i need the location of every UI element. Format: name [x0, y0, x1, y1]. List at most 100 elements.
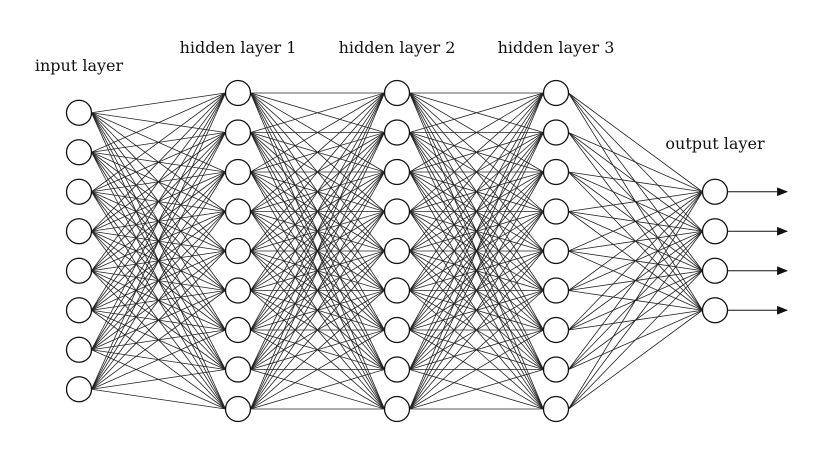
connection-line: [250, 92, 385, 331]
connection-line: [568, 191, 703, 212]
connection-line: [568, 191, 703, 291]
connection-line: [409, 92, 544, 173]
connection-line: [409, 92, 544, 133]
connection-line: [250, 92, 385, 133]
neuron-node: [383, 158, 411, 186]
connection-line: [91, 329, 226, 390]
neuron-node: [224, 277, 252, 304]
neuron-node: [542, 198, 570, 225]
neuron-node: [701, 257, 729, 284]
connection-line: [91, 369, 226, 390]
neuron-node: [542, 316, 570, 344]
neuron-node: [383, 277, 411, 304]
connection-line: [250, 92, 385, 173]
neuron-node: [383, 395, 411, 423]
connection-line: [568, 92, 703, 193]
connection-line: [409, 92, 544, 291]
neuron-node: [224, 119, 252, 146]
input-layer-label: input layer: [34, 56, 124, 75]
connection-line: [409, 92, 544, 370]
connection-line: [250, 290, 385, 410]
neuron-node: [701, 297, 729, 324]
neuron-node: [701, 218, 729, 245]
connection-line: [568, 191, 703, 410]
connection-line: [409, 250, 544, 410]
connection-line: [91, 211, 226, 390]
neuron-node: [542, 158, 570, 186]
connection-line: [91, 290, 226, 390]
connection-line: [91, 92, 226, 232]
neuron-node: [542, 356, 570, 383]
neuron-node: [224, 316, 252, 344]
connection-line: [91, 132, 226, 390]
connection-line: [568, 191, 703, 252]
connection-line: [91, 92, 226, 114]
neuron-node: [383, 316, 411, 344]
connection-line: [250, 211, 385, 410]
connection-line: [409, 211, 544, 410]
neuron-node: [542, 119, 570, 146]
connection-line: [409, 92, 544, 410]
connection-line: [91, 171, 226, 390]
connection-line: [409, 92, 544, 252]
neuron-node: [65, 178, 93, 205]
neuron-node: [224, 237, 252, 265]
neuron-node: [65, 257, 93, 284]
connection-line: [409, 92, 544, 212]
connection-line: [250, 92, 385, 212]
connection-line: [250, 250, 385, 410]
neuron-node: [224, 158, 252, 186]
neuron-node: [383, 79, 411, 107]
connection-line: [250, 171, 385, 410]
neuron-node: [65, 376, 93, 403]
connections-group: [91, 92, 703, 410]
connection-line: [91, 388, 226, 410]
connection-line: [409, 369, 544, 410]
neurons-group: [65, 79, 729, 423]
neuron-node: [65, 297, 93, 324]
connection-line: [250, 329, 385, 410]
neuron-node: [224, 79, 252, 107]
neuron-node: [542, 79, 570, 107]
connection-line: [250, 92, 385, 370]
connection-line: [409, 290, 544, 410]
neuron-node: [383, 119, 411, 146]
neuron-node: [542, 395, 570, 423]
connection-line: [91, 92, 226, 271]
connection-line: [568, 309, 703, 410]
connection-line: [91, 92, 226, 193]
connection-line: [91, 92, 226, 311]
neuron-node: [224, 395, 252, 423]
connection-line: [568, 171, 703, 193]
connection-line: [91, 92, 226, 390]
output-layer-label: output layer: [665, 134, 765, 153]
connection-line: [568, 191, 703, 370]
neuron-node: [383, 198, 411, 225]
hidden-layer-1-label: hidden layer 1: [179, 38, 297, 57]
connection-line: [91, 92, 226, 350]
neuron-node: [701, 178, 729, 205]
connection-line: [409, 329, 544, 410]
connection-line: [568, 191, 703, 331]
neuron-node: [383, 356, 411, 383]
connection-line: [409, 171, 544, 410]
connection-line: [250, 92, 385, 291]
connection-line: [250, 92, 385, 410]
neuron-node: [224, 356, 252, 383]
connection-line: [568, 231, 703, 410]
neuron-node: [65, 99, 93, 126]
hidden-layer-2-label: hidden layer 2: [338, 38, 456, 57]
connection-line: [250, 369, 385, 410]
connection-line: [91, 250, 226, 390]
neuron-node: [542, 237, 570, 265]
connection-line: [568, 270, 703, 410]
neuron-node: [65, 336, 93, 363]
connection-line: [91, 92, 226, 153]
connection-line: [250, 92, 385, 252]
neuron-node: [383, 237, 411, 265]
neuron-node: [542, 277, 570, 304]
output-arrows-group: [727, 187, 789, 315]
neuron-node: [65, 139, 93, 166]
connection-line: [250, 132, 385, 410]
connection-line: [409, 132, 544, 410]
